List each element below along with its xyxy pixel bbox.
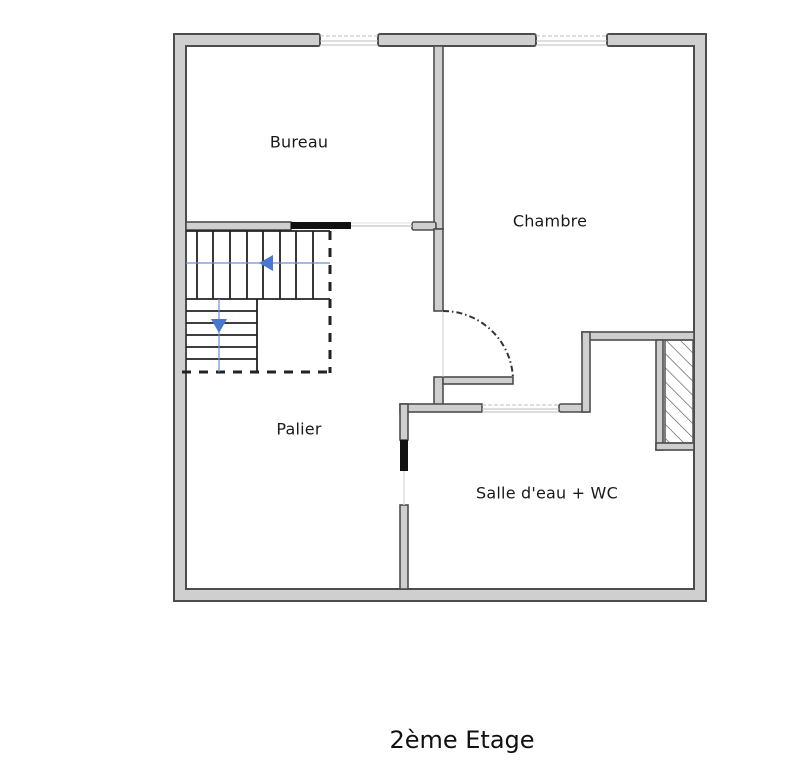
stair-arrow-icon bbox=[186, 255, 330, 372]
door-chambre[interactable] bbox=[442, 310, 514, 380]
window-chambre bbox=[536, 35, 607, 46]
sliding-door[interactable] bbox=[482, 404, 559, 413]
room-label-salle-eau: Salle d'eau + WC bbox=[476, 483, 618, 503]
floor-title: 2ème Etage bbox=[389, 726, 535, 754]
room-label-chambre: Chambre bbox=[512, 211, 588, 231]
door-salle-eau[interactable] bbox=[400, 440, 408, 471]
stair-dashed-boundary bbox=[182, 231, 332, 374]
interior-walls bbox=[185, 45, 695, 590]
closet-hatched bbox=[664, 339, 694, 444]
room-label-palier: Palier bbox=[276, 419, 322, 439]
staircase bbox=[186, 230, 330, 372]
door-bureau[interactable] bbox=[291, 222, 351, 229]
window-bureau bbox=[320, 35, 378, 46]
room-label-bureau: Bureau bbox=[269, 132, 329, 152]
